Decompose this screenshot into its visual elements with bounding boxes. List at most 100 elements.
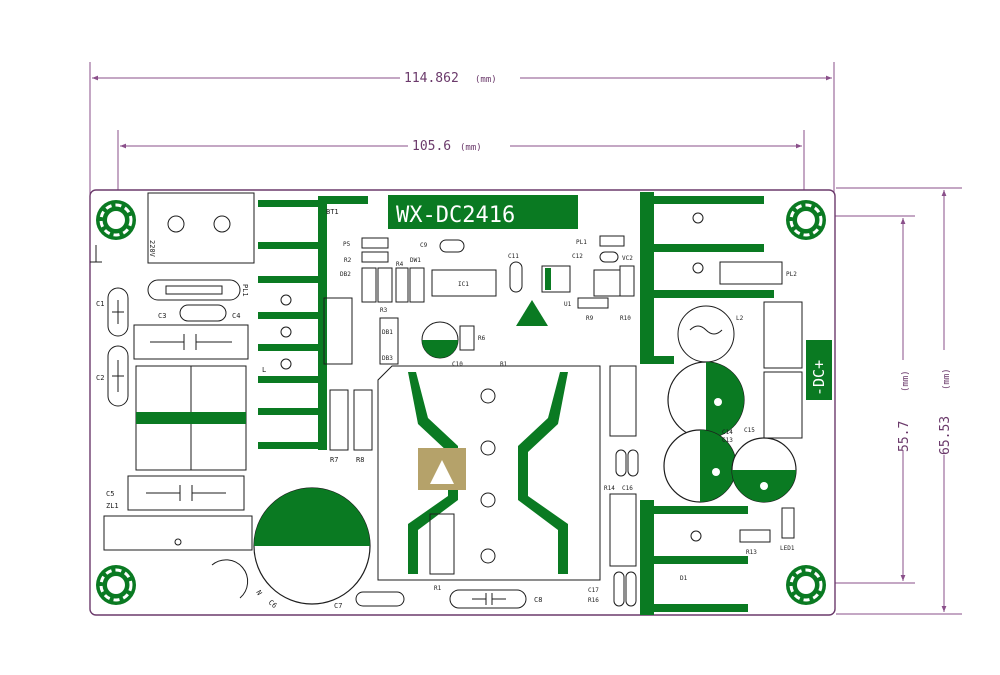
capacitor-c1 [107, 287, 129, 337]
mounting-hole-top-left [96, 200, 136, 240]
label-r3: R3 [380, 307, 388, 314]
label-led1: LED1 [780, 545, 795, 552]
overall-width-value: 114.862 [404, 71, 459, 86]
capacitor-c14 [667, 361, 745, 439]
capacitor-c10 [421, 321, 475, 359]
label-db2: DB2 [340, 271, 351, 278]
label-c10: C10 [452, 361, 463, 368]
bridge-arc [211, 559, 249, 599]
label-c8: C8 [534, 596, 542, 604]
label-db3: DB3 [382, 355, 393, 362]
label-r14: R14 [604, 485, 615, 492]
label-c1: C1 [96, 300, 104, 308]
label-c4: C4 [232, 312, 240, 320]
hole-pitch-x-value: 105.6 [412, 139, 451, 154]
label-d1: D1 [680, 575, 688, 582]
mounting-hole-bottom-left [96, 565, 136, 605]
label-c14: C14 [722, 429, 733, 436]
label-l: L [262, 366, 266, 374]
mounting-hole-top-right [786, 200, 826, 240]
label-pl2: PL2 [786, 271, 797, 278]
label-r13: R13 [746, 549, 757, 556]
ic-mark [545, 268, 551, 290]
label-r10: R10 [620, 315, 631, 322]
capacitor-c3 [179, 304, 227, 322]
mounting-hole-bottom-right [786, 565, 826, 605]
label-c15: C15 [744, 427, 755, 434]
bulk-capacitor-c6 [253, 487, 371, 605]
label-b1: B1 [500, 361, 508, 368]
capacitor-c5 [127, 475, 245, 511]
resistors-r7-r8 [323, 297, 373, 451]
ground-symbol [90, 245, 102, 263]
heatsink-left-holes [280, 294, 292, 370]
input-label: 220V [148, 240, 156, 258]
capacitor-c8 [449, 589, 527, 609]
dc-output-badge [806, 340, 832, 400]
label-u1: U1 [564, 301, 572, 308]
output-resistor-block [763, 371, 803, 439]
dimension-overall-width [89, 62, 835, 205]
dimension-hole-pitch-x [117, 130, 805, 212]
hole-pitch-x-unit: (mm) [460, 143, 482, 153]
label-c2: C2 [96, 374, 104, 382]
label-r8: R8 [356, 456, 364, 464]
thermistor-zl1 [103, 515, 253, 551]
label-r9: R9 [586, 315, 594, 322]
transformer-b1 [377, 365, 601, 581]
capacitor-c7 [355, 591, 405, 607]
heatsink-left [258, 196, 368, 450]
dimension-overall-height [836, 187, 962, 615]
transformer-pins [480, 388, 496, 564]
label-c9: C9 [420, 242, 428, 249]
label-bt1: BT1 [326, 208, 339, 216]
label-r16: R16 [588, 597, 599, 604]
label-r4: R4 [396, 261, 404, 268]
overall-width-unit: (mm) [475, 75, 497, 85]
label-ic1: IC1 [458, 281, 469, 288]
x-capacitor [133, 324, 249, 360]
input-terminal [147, 192, 255, 264]
capacitor-c13 [663, 429, 737, 503]
label-c12: C12 [572, 253, 583, 260]
label-c11: C11 [508, 253, 519, 260]
label-r2: R2 [344, 257, 352, 264]
label-zl1: ZL1 [106, 502, 119, 510]
capacitor-c15 [731, 437, 797, 503]
label-pl1: PL1 [241, 284, 249, 297]
heatsink-right-holes [690, 212, 704, 542]
label-c5: C5 [106, 490, 114, 498]
label-p5: P5 [343, 241, 351, 248]
hole-pitch-y-unit: (mm) [901, 370, 911, 392]
label-pl1-control: PL1 [576, 239, 587, 246]
capacitor-c2 [107, 345, 129, 407]
model-badge [388, 195, 578, 229]
common-mode-choke [135, 365, 247, 471]
small-parts-top [361, 235, 635, 365]
hole-pitch-y-value: 55.7 [897, 421, 912, 452]
label-dw1: DW1 [410, 257, 421, 264]
overall-height-value: 65.53 [938, 416, 953, 455]
dc-output-label: -DC+ [810, 360, 828, 396]
resistor-pl2 [719, 261, 783, 285]
label-c3: C3 [158, 312, 166, 320]
label-r6: R6 [478, 335, 486, 342]
esd-warning-symbol [516, 300, 548, 326]
parts-mid-column [609, 365, 795, 607]
label-n: N [254, 589, 263, 597]
label-c7: C7 [334, 602, 342, 610]
heatsink-right [640, 192, 774, 615]
label-c17: C17 [588, 587, 599, 594]
label-c13: C13 [722, 437, 733, 444]
label-r1: R1 [434, 585, 442, 592]
model-name: WX-DC2416 [396, 203, 515, 228]
label-l2: L2 [736, 315, 744, 322]
fuse [147, 279, 241, 301]
label-r7: R7 [330, 456, 338, 464]
label-c16: C16 [622, 485, 633, 492]
label-db1: DB1 [382, 329, 393, 336]
overall-height-unit: (mm) [942, 368, 952, 390]
label-vc2: VC2 [622, 255, 633, 262]
